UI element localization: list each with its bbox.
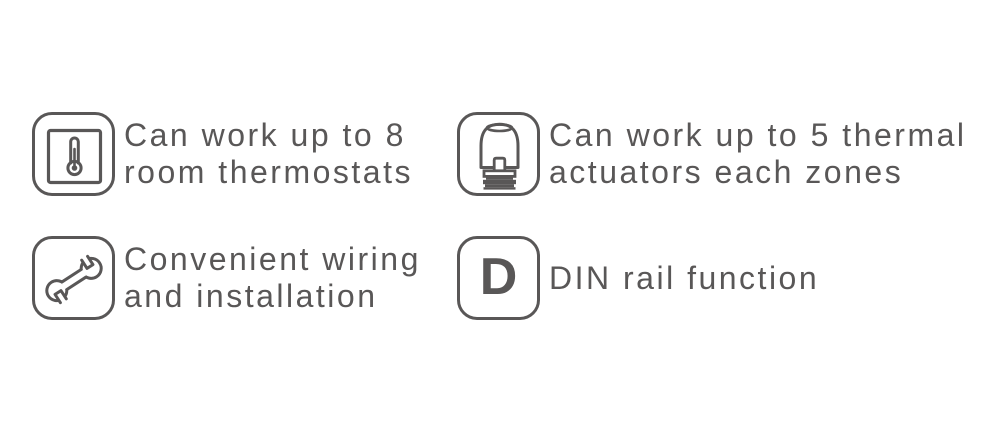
letter-d-icon: D — [457, 236, 540, 320]
thermal-actuator-glyph — [479, 122, 519, 190]
wrench-icon — [32, 236, 115, 320]
feature-item-room-thermostats: Can work up to 8 room thermostats — [32, 112, 413, 196]
feature-label-room-thermostats: Can work up to 8 room thermostats — [124, 117, 413, 190]
thermal-actuator-icon — [457, 112, 540, 196]
feature-item-wiring-installation: Convenient wiring and installation — [32, 236, 421, 320]
feature-label-din-rail: DIN rail function — [549, 259, 820, 296]
thermometer-glyph — [46, 128, 102, 184]
wrench-glyph — [44, 254, 103, 304]
feature-label-thermal-actuators: Can work up to 5 thermal actuators each … — [549, 117, 967, 190]
room-thermostat-icon — [32, 112, 115, 196]
feature-item-thermal-actuators: Can work up to 5 thermal actuators each … — [457, 112, 967, 196]
feature-item-din-rail: D DIN rail function — [457, 236, 819, 320]
feature-label-wiring-installation: Convenient wiring and installation — [124, 241, 421, 314]
letter-d-glyph: D — [479, 247, 518, 306]
